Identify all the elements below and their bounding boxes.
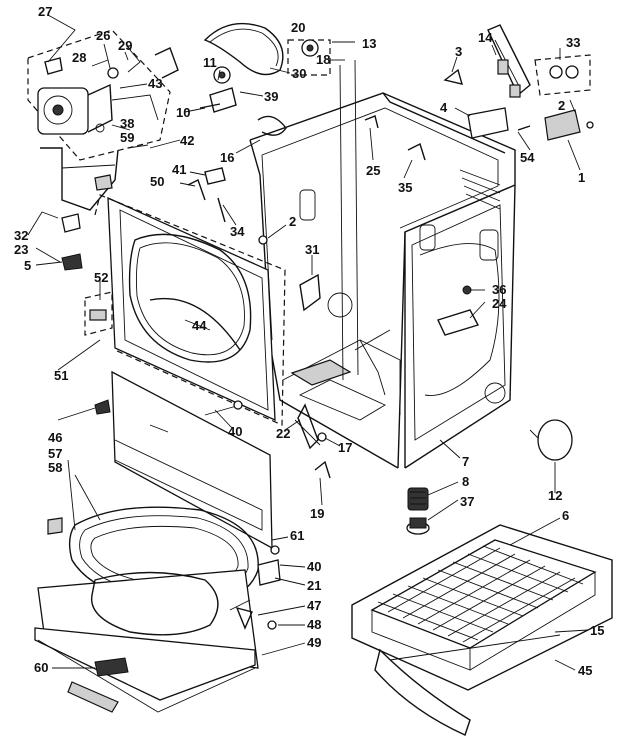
callout-54: 54 [520, 150, 535, 165]
callout-21: 21 [307, 578, 321, 593]
callout-15: 15 [590, 623, 604, 638]
callout-42: 42 [180, 133, 194, 148]
callout-1: 1 [578, 170, 585, 185]
callout-11: 11 [203, 55, 217, 70]
callout-3: 3 [455, 44, 462, 59]
callout-38: 38 [120, 116, 134, 131]
callout-51: 51 [54, 368, 68, 383]
callout-52: 52 [94, 270, 108, 285]
callout-14: 14 [478, 30, 493, 45]
filter-grid [377, 545, 584, 643]
callout-4: 4 [440, 100, 448, 115]
callout-34: 34 [230, 224, 245, 239]
callout-8: 8 [462, 474, 469, 489]
callout-28: 28 [72, 50, 86, 65]
callout-35: 35 [398, 180, 412, 195]
callout-50: 50 [150, 174, 164, 189]
callout-49: 49 [307, 635, 321, 650]
callout-61: 61 [290, 528, 304, 543]
door-outer [34, 569, 259, 713]
callout-57: 57 [48, 446, 62, 461]
callout-7: 7 [462, 454, 469, 469]
callout-44: 44 [192, 318, 207, 333]
thermostat-assembly [443, 24, 591, 141]
cabinet [249, 59, 516, 469]
base-assembly [351, 524, 613, 736]
leveling-legs [406, 487, 430, 535]
motor-bracket [40, 147, 119, 211]
callout-22: 22 [276, 426, 290, 441]
idler-pulley-13 [287, 39, 331, 76]
callout-32: 32 [14, 228, 28, 243]
small-hardware [47, 115, 594, 630]
callout-43: 43 [148, 76, 162, 91]
callout-30: 30 [292, 66, 306, 81]
callout-6: 6 [562, 508, 569, 523]
callout-39: 39 [264, 89, 278, 104]
callout-2: 2 [558, 98, 565, 113]
callout-31: 31 [305, 242, 319, 257]
callout-23: 23 [14, 242, 28, 257]
callout-26: 26 [96, 28, 110, 43]
callout-46: 46 [48, 430, 62, 445]
callout-10: 10 [176, 105, 190, 120]
callout-41: 41 [172, 162, 186, 177]
callout-20: 20 [291, 20, 305, 35]
callout-59: 59 [120, 130, 134, 145]
callout-2: 2 [289, 214, 296, 229]
callout-25: 25 [366, 163, 380, 178]
callout-36: 36 [492, 282, 506, 297]
callout-5: 5 [24, 258, 31, 273]
callout-16: 16 [220, 150, 234, 165]
callout-33: 33 [566, 35, 580, 50]
drum-belt [203, 22, 284, 76]
callout-13: 13 [362, 36, 376, 51]
callout-40: 40 [307, 559, 321, 574]
callout-29: 29 [118, 38, 132, 53]
callout-19: 19 [310, 506, 324, 521]
callout-24: 24 [492, 296, 507, 311]
callout-12: 12 [548, 488, 562, 503]
callout-40: 40 [228, 424, 242, 439]
callout-60: 60 [34, 660, 48, 675]
callout-37: 37 [460, 494, 474, 509]
motor-assembly [27, 29, 179, 161]
callout-47: 47 [307, 598, 321, 613]
drum-cap [529, 419, 573, 461]
callout-18: 18 [316, 52, 330, 67]
callout-17: 17 [338, 440, 352, 455]
callout-48: 48 [307, 617, 321, 632]
callout-45: 45 [578, 663, 592, 678]
callout-27: 27 [38, 4, 52, 19]
front-panel [94, 194, 286, 426]
callout-58: 58 [48, 460, 62, 475]
idler-assembly [199, 59, 345, 113]
leader-lines [27, 14, 589, 671]
callout-labels: 27 26 29 28 43 38 59 42 11 10 39 30 20 1… [14, 4, 604, 678]
